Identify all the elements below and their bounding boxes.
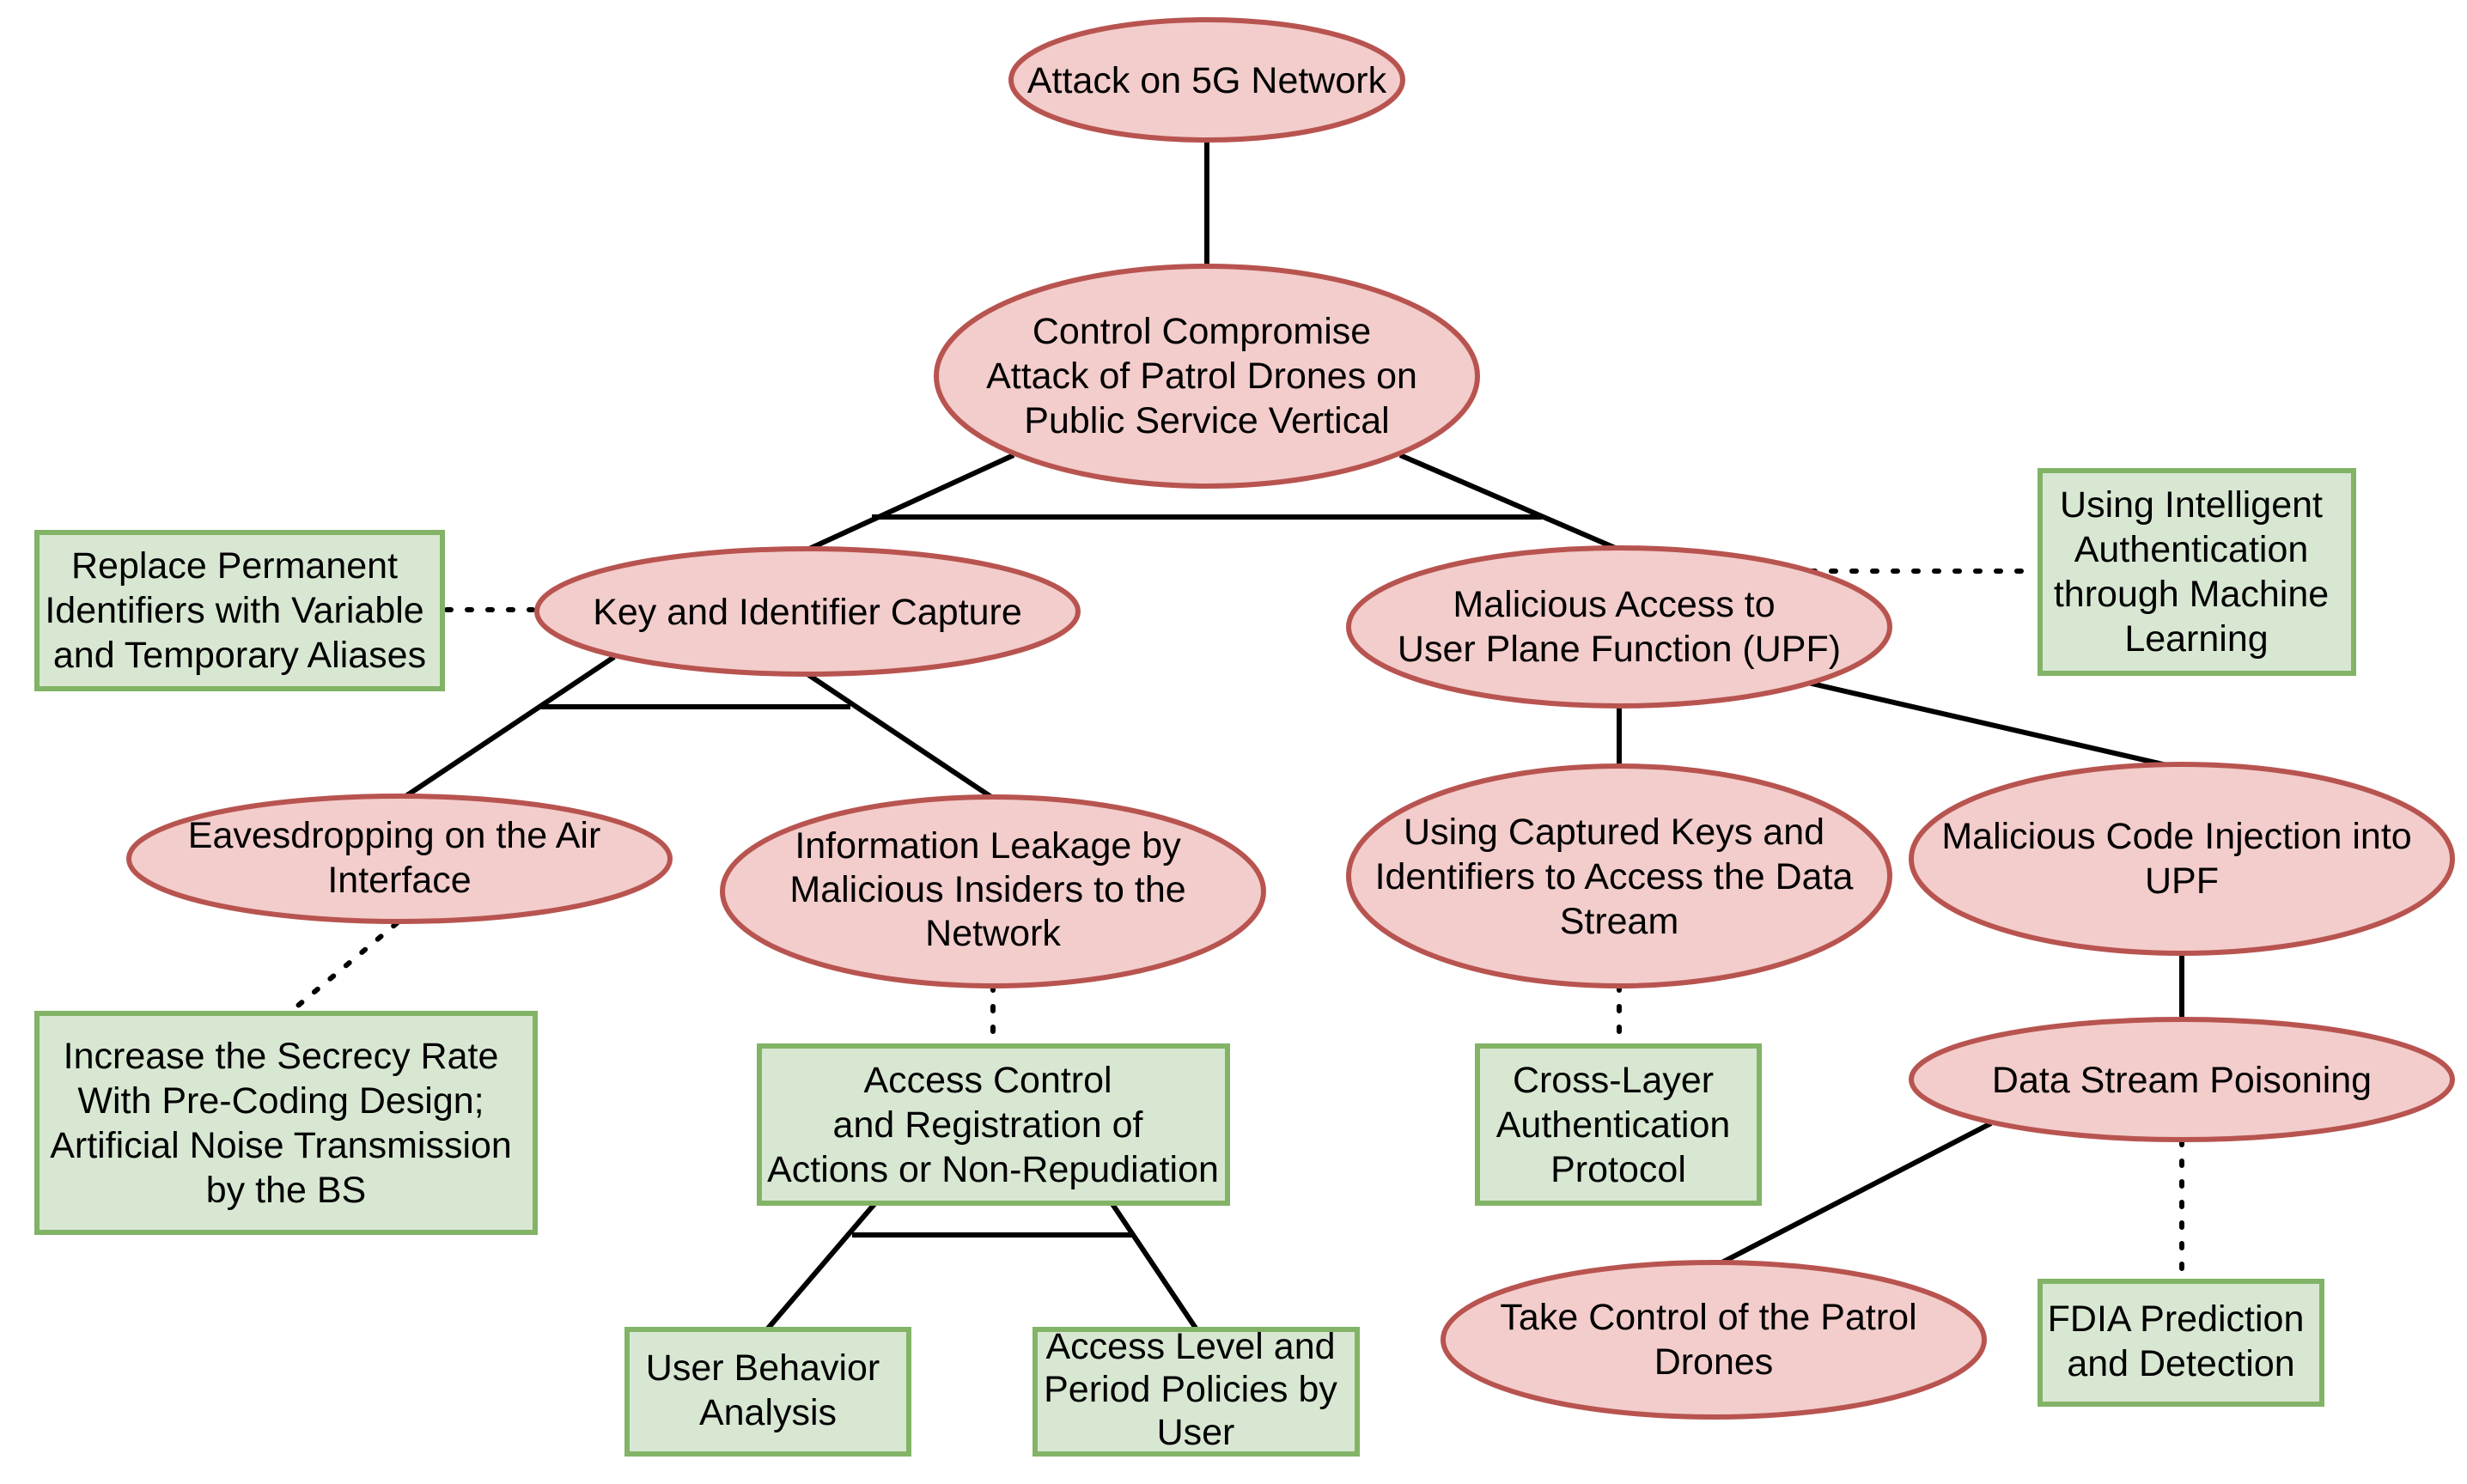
node-malicious-code-injection: Malicious Code Injection into UPF: [1909, 762, 2455, 956]
svg-text:Increase the Secrecy Rate: Increase the Secrecy Rate With Pre-Codin…: [50, 1036, 522, 1211]
svg-text:Using Captured Keys and: Using Captured Keys and Identifiers to A…: [1375, 812, 1864, 942]
defense-replace-permanent-identifiers: Replace Permanent Identifiers with Varia…: [34, 530, 445, 691]
svg-text:Data Stream Poisoning: Data Stream Poisoning: [1992, 1060, 2372, 1101]
svg-text:FDIA Prediction and Dete: FDIA Prediction and Detection: [2048, 1298, 2315, 1384]
defense-access-level-policies: Access Level and Period Policies by User: [1032, 1326, 1360, 1457]
svg-text:Cross-Layer Authenticati: Cross-Layer Authentication Protocol: [1496, 1060, 1740, 1190]
edge-upf-to-code-injection: [1807, 680, 2183, 771]
svg-text:Key and Identifier Capture: Key and Identifier Capture: [593, 592, 1022, 633]
node-take-control-patrol-drones: Take Control of the Patrol Drones: [1441, 1260, 1987, 1420]
node-attack-on-5g-network: Attack on 5G Network: [1008, 17, 1405, 143]
node-control-compromise-attack: Control Compromise Attack of Patrol Dron…: [934, 264, 1480, 489]
defense-user-behavior-analysis: User Behavior Analysis: [624, 1327, 911, 1457]
defense-access-control-registration: Access Control and Registration of Actio…: [757, 1043, 1230, 1206]
edges-layer: [291, 142, 2184, 1331]
svg-text:Control Compromise Attac: Control Compromise Attack of Patrol Dron…: [986, 311, 1428, 441]
node-key-and-identifier-capture: Key and Identifier Capture: [534, 546, 1081, 677]
svg-text:Attack on 5G Network: Attack on 5G Network: [1027, 60, 1387, 101]
edge-access-control-to-access-level: [1110, 1202, 1199, 1331]
node-information-leakage-insiders: Information Leakage by Malicious Insider…: [720, 794, 1266, 988]
edge-key-capture-to-info-leakage: [806, 672, 998, 803]
svg-text:Take Control of the Patrol: Take Control of the Patrol Drones: [1500, 1297, 1927, 1383]
svg-text:Eavesdropping on the Air: Eavesdropping on the Air Interface: [188, 815, 611, 901]
edge-stream-poisoning-to-take-control: [1712, 1121, 1993, 1269]
defense-intelligent-authentication: Using Intelligent Authentication through…: [2038, 468, 2356, 676]
edge-control-to-upf-access: [1398, 453, 1621, 552]
node-malicious-access-to-upf: Malicious Access to User Plane Function …: [1346, 545, 1892, 709]
edge-access-control-to-user-behavior: [764, 1202, 877, 1331]
svg-text:Malicious Code Injection into: Malicious Code Injection into UPF: [1941, 816, 2421, 902]
svg-text:Using Intelligent Authen: Using Intelligent Authentication through…: [2054, 484, 2339, 660]
dotted-eavesdropping-to-secrecy-rate: [291, 921, 399, 1012]
svg-text:Access Level and Period: Access Level and Period Policies by User: [1044, 1326, 1348, 1453]
node-data-stream-poisoning: Data Stream Poisoning: [1909, 1017, 2455, 1142]
defense-fdia-prediction-detection: FDIA Prediction and Detection: [2038, 1279, 2324, 1407]
defense-increase-secrecy-rate: Increase the Secrecy Rate With Pre-Codin…: [34, 1011, 538, 1235]
svg-text:Access Control and Regis: Access Control and Registration of Actio…: [767, 1060, 1219, 1190]
node-using-captured-keys: Using Captured Keys and Identifiers to A…: [1346, 763, 1892, 988]
edge-control-to-key-capture: [806, 453, 1015, 552]
svg-text:Replace Permanent Identi: Replace Permanent Identifiers with Varia…: [45, 545, 434, 676]
defense-cross-layer-authentication: Cross-Layer Authentication Protocol: [1475, 1043, 1762, 1206]
svg-text:Information Leakage by M: Information Leakage by Malicious Insider…: [789, 825, 1196, 954]
svg-text:Malicious Access to User: Malicious Access to User Plane Function …: [1398, 584, 1841, 670]
svg-text:User Behavior Analysis: User Behavior Analysis: [646, 1347, 890, 1433]
node-eavesdropping-air-interface: Eavesdropping on the Air Interface: [126, 794, 673, 924]
edge-key-capture-to-eavesdropping: [398, 654, 616, 803]
